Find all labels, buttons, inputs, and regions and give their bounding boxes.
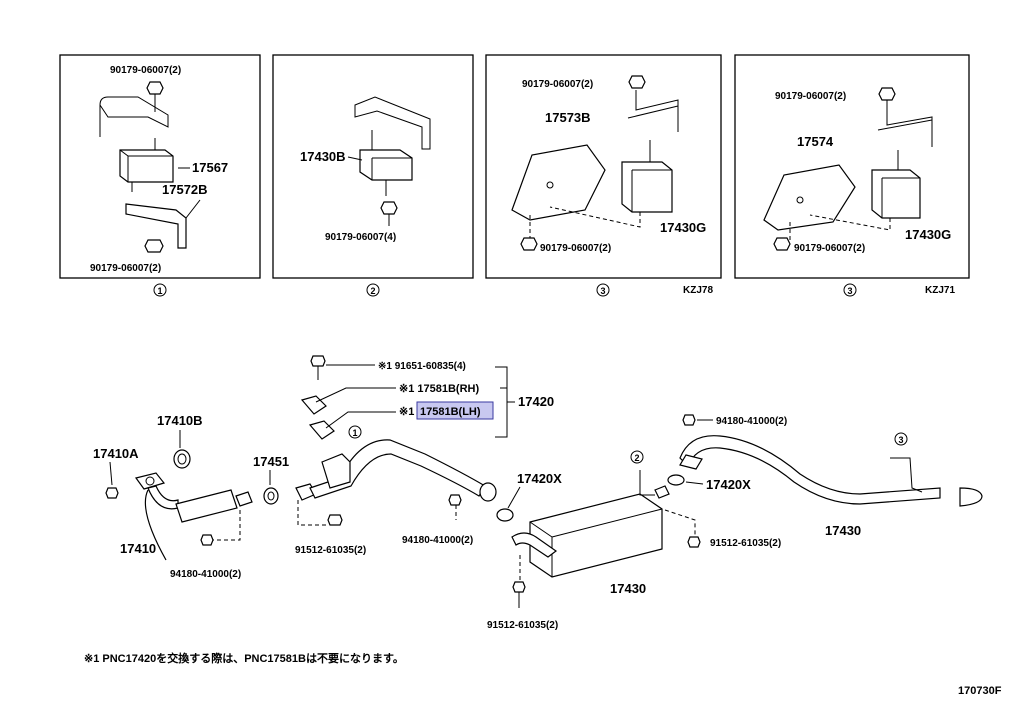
p4-mount-label[interactable]: 17430G [905, 227, 951, 242]
muffler-bolt-bottom-label[interactable]: 91512-61035(2) [487, 620, 558, 631]
p3-bracket-label[interactable]: 17573B [545, 110, 591, 125]
bracket-rh-label[interactable]: ※1 17581B(RH) [399, 383, 479, 395]
p1-bracket-label[interactable]: 17572B [162, 182, 208, 197]
gasket-17410b-label[interactable]: 17410B [157, 413, 203, 428]
p3-bottom-nut-label[interactable]: 90179-06007(2) [540, 243, 611, 254]
p2-circle: 2 [370, 286, 375, 296]
p2-mount-label[interactable]: 17430B [300, 149, 346, 164]
bracket-lh-highlight [416, 401, 494, 420]
mount-panel-3: 90179-06007(2) 17573B 17430G 90179-06007… [485, 54, 722, 297]
tail-nut-label[interactable]: 94180-41000(2) [716, 416, 787, 427]
mount-panel-1: 90179-06007(2) 17567 17572B 90179-06007(… [59, 54, 261, 297]
exhaust-system: ※1 91651-60835(4) ※1 17581B(RH) ※1 17581… [93, 355, 983, 631]
mount-panel-4: 90179-06007(2) 17574 17430G 90179-06007(… [734, 54, 970, 297]
p4-model-label: KZJ71 [925, 285, 955, 296]
muffler-17430-label[interactable]: 17430 [610, 581, 646, 596]
gasket-17451-label[interactable]: 17451 [253, 454, 289, 469]
footnote: ※1 PNC17420を交換する際は、PNC17581Bは不要になります。 [84, 651, 404, 665]
p1-top-bolt-label[interactable]: 90179-06007(2) [110, 65, 181, 76]
p4-circle: 3 [847, 286, 852, 296]
bracket-lh-mark: ※1 [399, 406, 414, 418]
p1-bottom-nut-label[interactable]: 90179-06007(2) [90, 263, 161, 274]
p1-circle: 1 [157, 286, 162, 296]
assembly-17420-label[interactable]: 17420 [518, 394, 554, 409]
center-nut-label[interactable]: 94180-41000(2) [402, 535, 473, 546]
bracket-lh-label[interactable]: 17581B(LH) [420, 406, 481, 418]
center-pipe-circle: 1 [352, 428, 357, 438]
p4-bottom-nut-label[interactable]: 90179-06007(2) [794, 243, 865, 254]
p4-bracket-label[interactable]: 17574 [797, 134, 834, 149]
p3-circle: 3 [600, 286, 605, 296]
muffler-bolt-right-label[interactable]: 91512-61035(2) [710, 538, 781, 549]
gasket-17420x-b-label[interactable]: 17420X [706, 477, 751, 492]
mount-panel-2: 17430B 90179-06007(4) 2 [272, 54, 474, 297]
p3-model-label: KZJ78 [683, 285, 713, 296]
p1-mount-label[interactable]: 17567 [192, 160, 228, 175]
p2-nut-label[interactable]: 90179-06007(4) [325, 232, 396, 243]
p4-top-nut-label[interactable]: 90179-06007(2) [775, 91, 846, 102]
diagram-code: 170730F [958, 685, 1002, 697]
front-pipe-17410-label[interactable]: 17410 [120, 541, 156, 556]
muffler-circle: 2 [634, 453, 639, 463]
tail-pipe-circle: 3 [898, 435, 903, 445]
gasket-17420x-a-label[interactable]: 17420X [517, 471, 562, 486]
front-nut-label[interactable]: 94180-41000(2) [170, 569, 241, 580]
bolt-91651-label[interactable]: ※1 91651-60835(4) [378, 361, 466, 372]
p3-mount-label[interactable]: 17430G [660, 220, 706, 235]
center-bolt-label[interactable]: 91512-61035(2) [295, 545, 366, 556]
tail-pipe-17430-label[interactable]: 17430 [825, 523, 861, 538]
p3-top-nut-label[interactable]: 90179-06007(2) [522, 79, 593, 90]
stud-17410a-label[interactable]: 17410A [93, 446, 139, 461]
